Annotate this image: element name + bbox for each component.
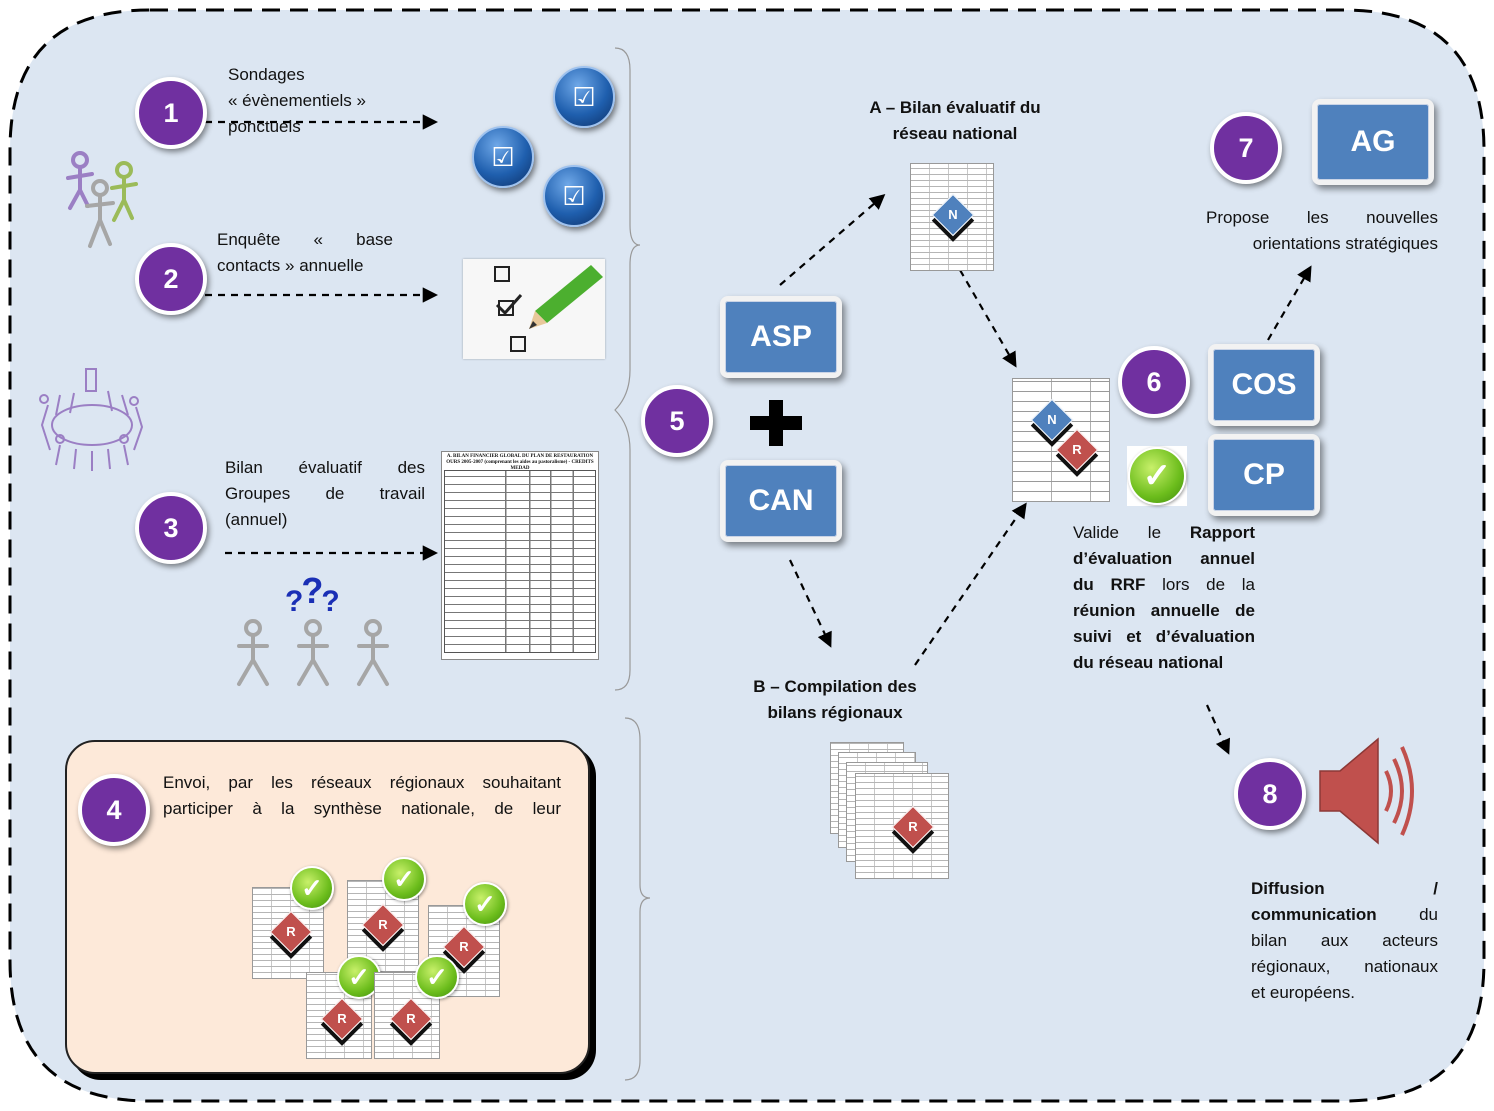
people-group-icon (237, 619, 389, 686)
step-2-text: Enquête « base contacts » annuelle (217, 230, 393, 275)
annual-report-doc (1012, 378, 1110, 502)
loudspeaker-icon (1319, 737, 1414, 845)
brace-top (614, 47, 641, 691)
asp-box: ASP (720, 296, 842, 378)
people-group-icon (66, 151, 138, 248)
survey-check-icon: ☑ (472, 126, 534, 188)
green-check-icon: ✓ (1127, 446, 1187, 506)
arrow-cos-ag (1267, 265, 1312, 341)
step-1-text: Sondages « évènementiels » ponctuels (228, 65, 366, 136)
green-check-icon: ✓ (290, 866, 334, 910)
cp-box: CP (1208, 434, 1320, 516)
step-4-text: Envoi, par les réseaux régionaux souhait… (163, 773, 561, 818)
step-7-text: Propose les nouvelles orientations strat… (1206, 208, 1438, 253)
can-box: CAN (720, 460, 842, 542)
step-1-badge: 1 (135, 77, 207, 149)
step-5-badge: 5 (641, 385, 713, 457)
green-check-icon: ✓ (415, 955, 459, 999)
step-3-badge: 3 (135, 492, 207, 564)
cos-box: COS (1208, 344, 1320, 426)
step-8-badge: 8 (1234, 758, 1306, 830)
survey-check-icon: ☑ (553, 66, 615, 128)
step-4-badge: 4 (78, 774, 150, 846)
green-check-icon: ✓ (463, 882, 507, 926)
financial-table-document: A. BILAN FINANCIER GLOBAL DU PLAN DE RES… (441, 451, 599, 660)
arrow-asp-a (779, 193, 886, 286)
arrow-cp-speaker (1205, 704, 1231, 755)
step-6-badge: 6 (1118, 346, 1190, 418)
survey-check-icon: ☑ (543, 165, 605, 227)
step-6-text: Valide le Rapport d’évaluation annuel du… (1073, 523, 1256, 672)
checklist-pencil-icon (463, 259, 605, 359)
step-3-text: Bilan évaluatif des Groupes de travail (… (225, 458, 425, 529)
ag-box: AG (1312, 99, 1434, 185)
step-2-badge: 2 (135, 243, 207, 315)
brace-bottom (624, 717, 651, 1081)
question-marks-icon: ??? (285, 570, 340, 618)
green-check-icon: ✓ (382, 857, 426, 901)
arrow-a-report (959, 269, 1017, 368)
step-8-text: Diffusion/ communication du bilan aux ac… (1251, 879, 1438, 1002)
plus-icon (750, 400, 802, 446)
section-b-title: B – Compilation des bilans régionaux (753, 677, 917, 722)
green-check-icon: ✓ (337, 955, 381, 999)
arrow-b-report (914, 502, 1027, 666)
step-7-badge: 7 (1210, 112, 1282, 184)
section-a-title: A – Bilan évaluatif du réseau national (869, 98, 1041, 143)
meeting-circle-icon (39, 368, 144, 471)
arrow-can-b (789, 559, 832, 648)
